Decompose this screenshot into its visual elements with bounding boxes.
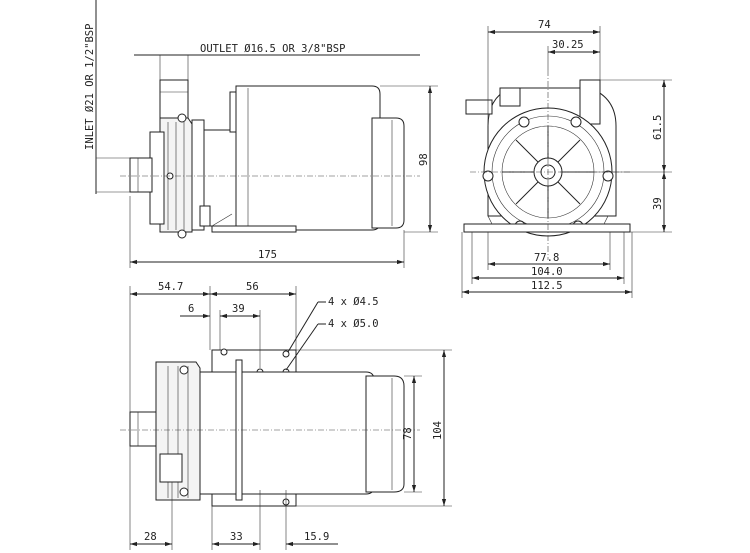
dim-side-length: 175 [258, 249, 277, 261]
dim-plan-159: 15.9 [304, 531, 329, 543]
hole-label-b: 4 x Ø5.0 [328, 318, 379, 330]
dim-plan-39: 39 [232, 303, 245, 315]
plan-view: 54.7 56 6 39 4 x Ø4.5 4 x Ø5.0 78 104 [120, 281, 452, 550]
dim-end-width-2: 104.0 [531, 266, 563, 278]
dim-plan-78: 78 [402, 427, 414, 440]
inlet-label: INLET Ø21 OR 1/2"BSP [84, 24, 96, 150]
dim-plan-6: 6 [188, 303, 194, 315]
outlet-label: OUTLET Ø16.5 OR 3/8"BSP [200, 43, 345, 55]
end-view: 74 30.25 61.5 39 77.8 104.0 112.5 [461, 19, 672, 298]
dim-plan-33: 33 [230, 531, 243, 543]
dim-plan-28: 28 [144, 531, 157, 543]
dim-side-height: 98 [418, 153, 430, 166]
dim-end-offset: 30.25 [552, 39, 584, 51]
dim-end-width-1: 77.8 [534, 252, 559, 264]
side-view: OUTLET Ø16.5 OR 3/8"BSP INLET Ø21 OR 1/2… [84, 0, 438, 268]
dim-plan-547: 54.7 [158, 281, 183, 293]
dim-plan-104: 104 [432, 421, 444, 440]
dim-end-width-3: 112.5 [531, 280, 563, 292]
dim-end-height-lower: 39 [652, 197, 664, 210]
dim-end-height-upper: 61.5 [652, 115, 664, 140]
dim-plan-56: 56 [246, 281, 259, 293]
hole-label-a: 4 x Ø4.5 [328, 296, 379, 308]
dim-end-width-top: 74 [538, 19, 551, 31]
